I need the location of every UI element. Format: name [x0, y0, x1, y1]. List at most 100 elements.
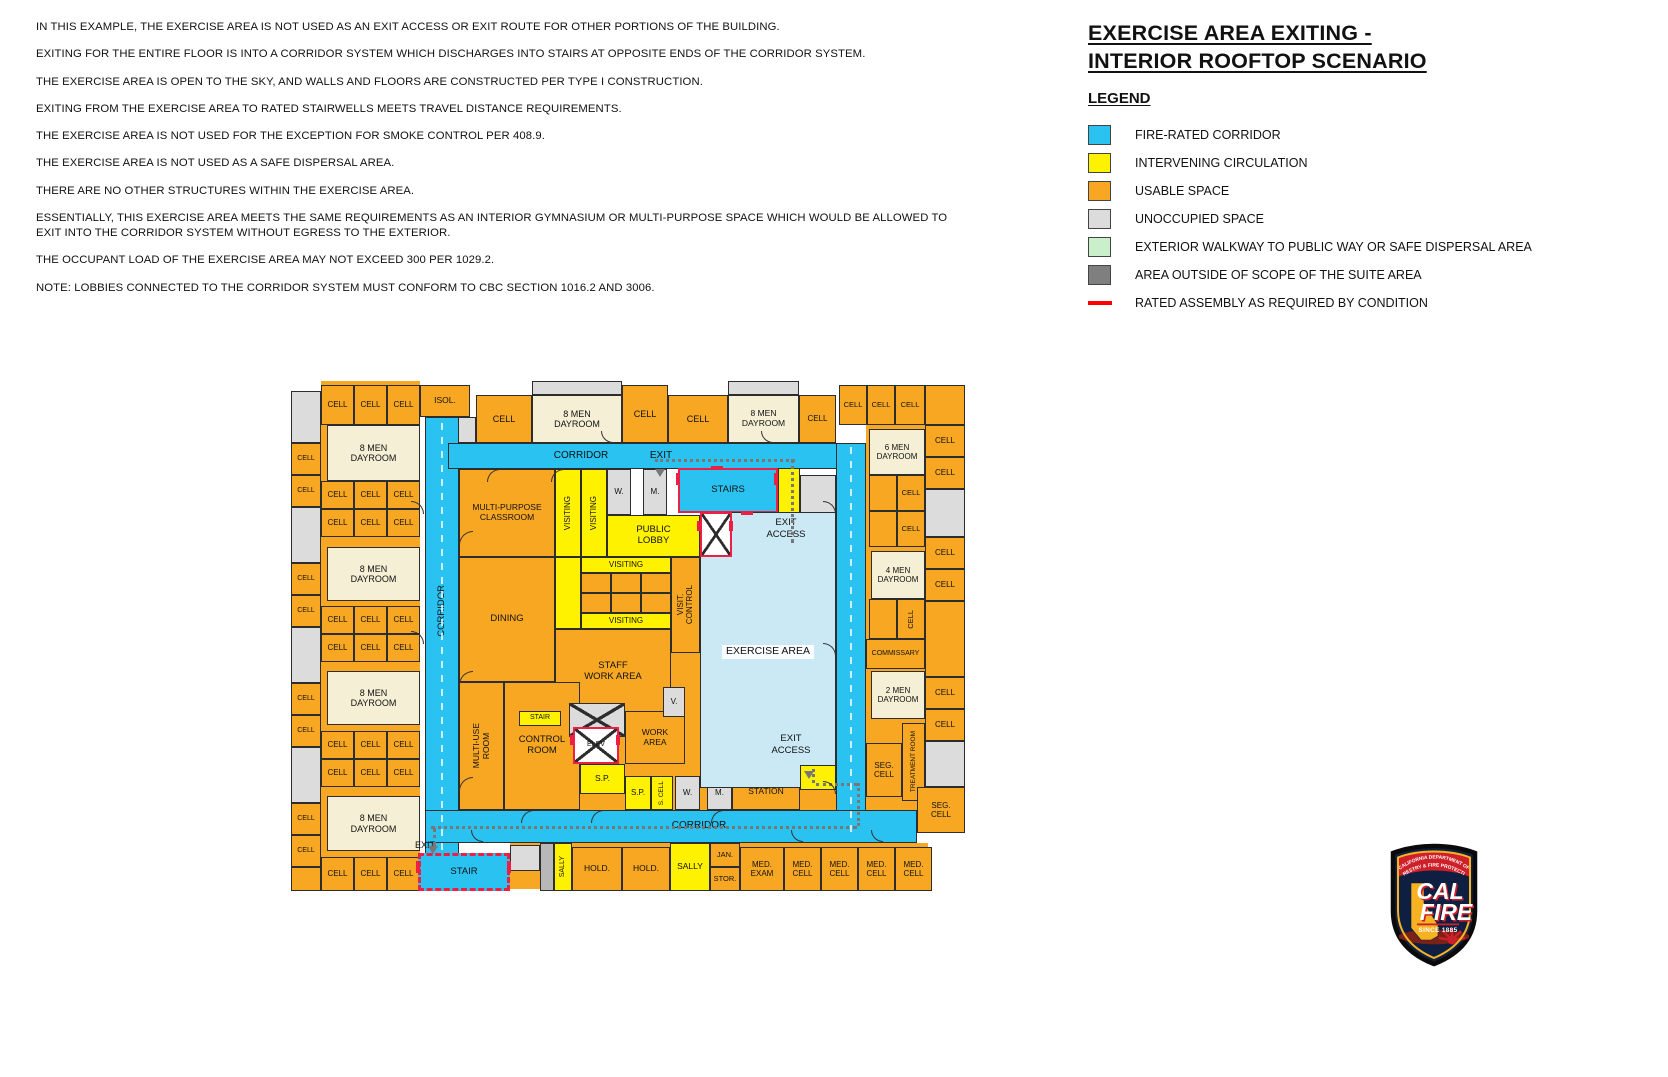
room-cell: CELL — [321, 759, 354, 787]
room-s-p: S.P. — [580, 764, 625, 794]
legend-label: UNOCCUPIED SPACE — [1135, 212, 1264, 226]
egress-path — [655, 459, 795, 462]
room-visiting: VISITING — [555, 469, 581, 557]
room-label: CELL — [327, 518, 348, 528]
room-label: CONTROL ROOM — [518, 734, 566, 756]
note-paragraph: THE EXERCISE AREA IS NOT USED FOR THE EX… — [36, 130, 545, 142]
room-label: CELL — [297, 814, 315, 822]
room-label: HOLD. — [584, 863, 610, 874]
room-area — [581, 573, 611, 593]
plan-label-text: CORRIDOR — [671, 819, 727, 831]
legend-label: RATED ASSEMBLY AS REQUIRED BY CONDITION — [1135, 296, 1428, 310]
title-block: EXERCISE AREA EXITING - INTERIOR ROOFTOP… — [1088, 20, 1628, 75]
room-cell: CELL — [895, 385, 925, 425]
room-cell: CELL — [354, 385, 387, 425]
room-cell: CELL — [354, 634, 387, 662]
room-label: CELL — [633, 408, 657, 419]
room-cell: CELL — [925, 677, 965, 709]
room-area — [555, 557, 581, 629]
legend-item: EXTERIOR WALKWAY TO PUBLIC WAY OR SAFE D… — [1088, 233, 1648, 261]
room-label: DINING — [490, 613, 524, 625]
room-label: CELL — [393, 518, 414, 528]
room-work-area: WORK AREA — [625, 711, 685, 764]
room-cell: CELL — [925, 425, 965, 457]
room-label: 8 MEN DAYROOM — [350, 563, 397, 584]
room-label: ISOL. — [434, 395, 456, 406]
legend-item: FIRE-RATED CORRIDOR — [1088, 121, 1648, 149]
room-v: V. — [663, 687, 685, 717]
room-4-men-dayroom: 4 MEN DAYROOM — [871, 551, 925, 599]
room-label: CELL — [934, 548, 955, 558]
room-multi-purpose-classroom: MULTI-PURPOSE CLASSROOM — [459, 469, 555, 557]
room-med-cell: MED. CELL — [895, 847, 932, 891]
note-paragraph: EXITING FOR THE ENTIRE FLOOR IS INTO A C… — [36, 48, 866, 61]
rated-assembly-tick — [676, 473, 680, 485]
room-area — [869, 475, 897, 511]
room-cell: CELL — [354, 509, 387, 537]
room-cell: CELL — [321, 509, 354, 537]
egress-path — [431, 826, 857, 829]
room-label: CELL — [327, 490, 348, 500]
room-label: M. — [715, 788, 724, 798]
room-label: STAIRS — [711, 484, 745, 496]
page-title-line1: EXERCISE AREA EXITING - — [1088, 21, 1372, 45]
room-label: CELL — [360, 643, 381, 653]
room-label: CELL — [393, 615, 414, 625]
legend-swatch-icon — [1088, 153, 1111, 173]
room-label: 8 MEN DAYROOM — [350, 813, 397, 834]
legend-title: LEGEND — [1088, 90, 1151, 107]
room-label: COMMISSARY — [871, 649, 920, 657]
logo-name-cal-shadow: CAL — [1418, 880, 1465, 906]
room-label: CELL — [934, 436, 955, 446]
room-label: CELL — [360, 490, 381, 500]
legend-label: FIRE-RATED CORRIDOR — [1135, 128, 1281, 142]
rated-assembly-tick — [507, 861, 511, 873]
room-label: STAIR — [529, 714, 551, 722]
room-label: CELL — [934, 580, 955, 590]
egress-path — [857, 783, 860, 826]
room-label: 6 MEN DAYROOM — [876, 442, 918, 461]
logo-since: SINCE 1885 — [1418, 927, 1457, 934]
room-area — [869, 511, 897, 547]
room-label: S.P. — [630, 788, 646, 798]
exit-bottom-label: EXIT — [403, 839, 447, 853]
exercise-area-label: EXERCISE AREA — [705, 643, 831, 661]
room-cell: CELL — [387, 759, 420, 787]
room-visiting: VISITING — [581, 557, 671, 573]
room-label: VISITING — [563, 495, 573, 531]
door-swing-icon — [459, 531, 473, 545]
room-cell: CELL — [321, 385, 354, 425]
room-cell: CELL — [291, 475, 321, 507]
room-cell: CELL — [321, 634, 354, 662]
room-2-men-dayroom: 2 MEN DAYROOM — [871, 671, 925, 719]
note-paragraph: THERE ARE NO OTHER STRUCTURES WITHIN THE… — [36, 184, 415, 197]
room-label: CELL — [393, 490, 414, 500]
room-label: 8 MEN DAYROOM — [350, 442, 397, 463]
door-swing-icon — [459, 777, 473, 791]
rated-assembly-tick — [616, 735, 620, 745]
room-seg-cell: SEG. CELL — [917, 787, 965, 833]
room-label: CELL — [360, 768, 381, 778]
room-label: VISITING — [608, 616, 644, 626]
plan-label-text: EXERCISE AREA — [721, 645, 815, 659]
room-label: CELL — [297, 726, 315, 734]
room-label: CELL — [297, 694, 315, 702]
room-med-exam: MED. EXAM — [740, 847, 784, 891]
room-w: W. — [675, 776, 700, 810]
exit-access-north-label: EXIT ACCESS — [741, 513, 831, 545]
room-area — [291, 627, 321, 683]
room-label: CELL — [327, 643, 348, 653]
room-cell: CELL — [354, 481, 387, 509]
logo-name-cal: CAL — [1416, 878, 1463, 904]
room-label: STOR. — [713, 873, 737, 883]
note-paragraph: ESSENTIALLY, THIS EXERCISE AREA MEETS TH… — [36, 211, 948, 239]
egress-arrow-icon — [655, 469, 665, 477]
room-visiting: VISITING — [581, 469, 607, 557]
room-label: CELL — [297, 606, 315, 614]
room-isol: ISOL. — [420, 385, 470, 417]
room-label: MED. CELL — [866, 859, 887, 878]
room-label: V. — [670, 697, 678, 707]
door-swing-icon — [459, 671, 473, 685]
room-seg-cell: SEG. CELL — [866, 743, 902, 797]
